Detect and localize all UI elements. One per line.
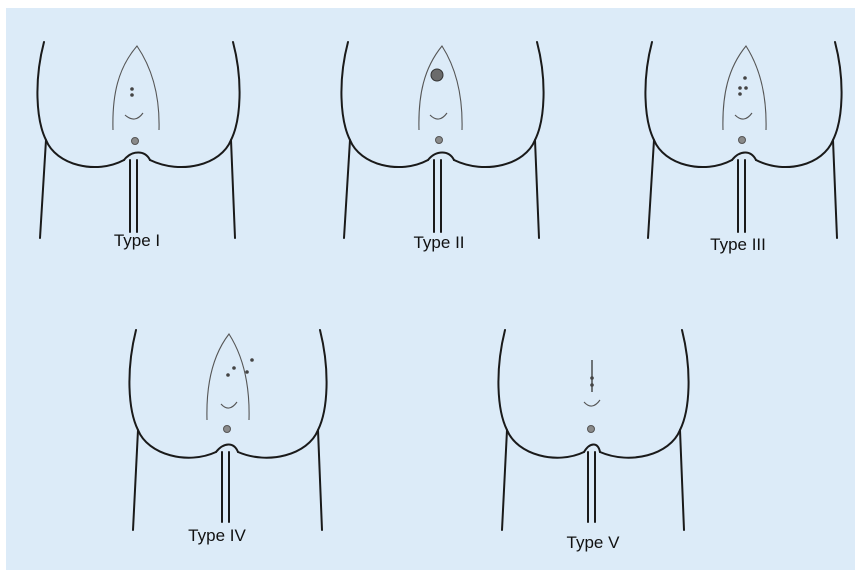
anus-marker — [739, 137, 746, 144]
anus-marker — [436, 137, 443, 144]
pit-lesion — [590, 376, 594, 380]
pit-lesion — [590, 383, 594, 387]
anus-marker — [132, 138, 139, 145]
pit-lesion — [130, 87, 134, 91]
pit-lesion — [743, 76, 747, 80]
panel-label: Type III — [710, 235, 766, 254]
pit-lesion — [130, 93, 134, 97]
pit-lesion — [744, 86, 748, 90]
panel-label: Type IV — [188, 526, 246, 545]
anus-marker — [588, 426, 595, 433]
panel-label: Type I — [114, 231, 160, 250]
panel-label: Type V — [567, 533, 621, 552]
anus-marker — [224, 426, 231, 433]
pit-lesion — [245, 370, 249, 374]
pit-lesion — [738, 92, 742, 96]
abscess-lesion — [431, 69, 443, 81]
panel-label: Type II — [413, 233, 464, 252]
pit-lesion — [738, 86, 742, 90]
pit-lesion — [250, 358, 254, 362]
pit-lesion — [232, 366, 236, 370]
pit-lesion — [226, 373, 230, 377]
diagram-background — [6, 8, 855, 570]
